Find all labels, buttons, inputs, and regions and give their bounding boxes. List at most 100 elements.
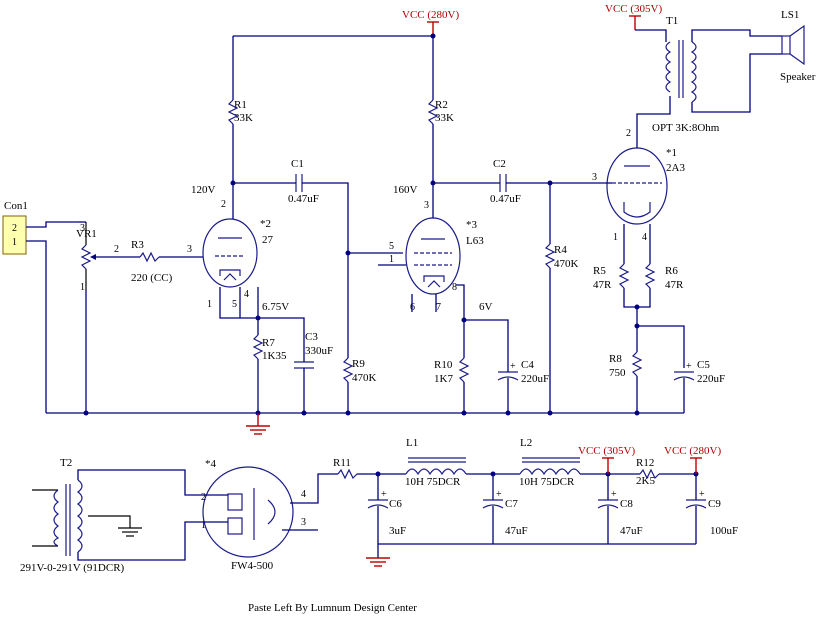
rectifier-fw4-500: *4 2 1 4 3 FW4-500: [201, 458, 306, 572]
vcc-280-top: VCC (280V): [402, 9, 459, 36]
v3-type: 2A3: [666, 162, 685, 174]
v2-ref: *3: [466, 219, 478, 231]
c4-value: 220uF: [521, 373, 549, 385]
t1-ref: T1: [666, 15, 678, 27]
inductor-l2: L2 10H 75DCR: [519, 437, 581, 488]
c9-value: 100uF: [710, 525, 738, 537]
l2-value: 10H 75DCR: [519, 476, 575, 488]
v2-pin1: 1: [389, 254, 394, 265]
rect-ref: *4: [205, 458, 217, 470]
r10-ref: R10: [434, 359, 453, 371]
l2-ref: L2: [520, 437, 532, 449]
vcc-280-bottom: VCC (280V): [664, 445, 721, 474]
vr1-pin2: 2: [114, 244, 119, 255]
resistor-r10: R10 1K7: [434, 357, 470, 385]
c3-ref: C3: [305, 331, 318, 343]
c1-value: 0.47uF: [288, 193, 319, 205]
resistor-r12: R12 2K5: [636, 457, 660, 487]
svg-text:+: +: [510, 361, 516, 372]
con1-pin2: 2: [12, 223, 17, 234]
resistor-r6: R6 47R: [644, 263, 684, 291]
r7-ref: R7: [262, 337, 275, 349]
c5-ref: C5: [697, 359, 710, 371]
v2-pin7: 7: [436, 302, 441, 313]
r9-value: 470K: [352, 372, 377, 384]
svg-text:+: +: [381, 489, 387, 500]
r5-value: 47R: [593, 279, 612, 291]
resistor-r11: R11: [333, 457, 358, 480]
l1-ref: L1: [406, 437, 418, 449]
capacitor-c8: C8 + 47uF: [597, 489, 643, 537]
v2-plate-voltage: 160V: [393, 184, 418, 196]
r6-value: 47R: [665, 279, 684, 291]
r12-value: 2K5: [636, 475, 655, 487]
c6-value: 3uF: [389, 525, 406, 537]
capacitor-c7: C7 + 47uF: [482, 489, 528, 537]
svg-text:+: +: [699, 489, 705, 500]
v3-pin2: 2: [626, 128, 631, 139]
c9-ref: C9: [708, 498, 721, 510]
c4-ref: C4: [521, 359, 534, 371]
r12-ref: R12: [636, 457, 654, 469]
rect-pin4: 4: [301, 489, 306, 500]
r3-ref: R3: [131, 239, 144, 251]
vcc-305-bottom: VCC (305V): [578, 445, 635, 474]
vcc-305-top-label: VCC (305V): [605, 3, 662, 15]
v1-pin2: 2: [221, 199, 226, 210]
v1-cathode-voltage: 6.75V: [262, 301, 289, 313]
footer-credit: Paste Left By Lumnum Design Center: [248, 602, 417, 614]
capacitor-c3: C3 330uF: [294, 331, 333, 369]
ground-symbol-main: [246, 413, 270, 435]
resistor-r9: R9 470K: [342, 357, 377, 384]
t1-value: OPT 3K:8Ohm: [652, 122, 720, 134]
resistor-r3: R3 220 (CC): [131, 239, 173, 284]
vcc-305-bottom-label: VCC (305V): [578, 445, 635, 457]
r2-value: 33K: [435, 112, 454, 124]
ls1-value: Speaker: [780, 71, 816, 83]
inductor-l1: L1 10H 75DCR: [405, 437, 467, 488]
rect-pin3: 3: [301, 517, 306, 528]
capacitor-c9: C9 + 100uF: [685, 489, 738, 537]
ground-symbol-t2: [118, 527, 142, 537]
con1-pin1: 1: [12, 237, 17, 248]
v2-type: L63: [466, 235, 484, 247]
l1-value: 10H 75DCR: [405, 476, 461, 488]
v3-pin4: 4: [642, 232, 647, 243]
svg-text:+: +: [686, 361, 692, 372]
c6-ref: C6: [389, 498, 402, 510]
resistor-r8: R8 750: [609, 351, 643, 379]
capacitor-c5: C5 220uF +: [673, 359, 725, 385]
r7-value: 1K35: [262, 350, 287, 362]
rect-type: FW4-500: [231, 560, 274, 572]
v1-type: 27: [262, 234, 274, 246]
capacitor-c6: C6 + 3uF: [367, 489, 406, 537]
r9-ref: R9: [352, 358, 365, 370]
resistor-r5: R5 47R: [593, 263, 630, 291]
ls1-ref: LS1: [781, 9, 799, 21]
rect-pin1: 1: [201, 520, 206, 531]
v2-pin3: 3: [424, 200, 429, 211]
c7-ref: C7: [505, 498, 518, 510]
r3-value: 220 (CC): [131, 272, 173, 284]
r6-ref: R6: [665, 265, 678, 277]
v2-pin5: 5: [389, 241, 394, 252]
v3-pin3: 3: [592, 172, 597, 183]
capacitor-c2: C2 0.47uF: [490, 158, 521, 205]
v1-pin4: 4: [244, 289, 249, 300]
connector-con1: Con1 2 1: [2, 200, 28, 255]
c3-value: 330uF: [305, 345, 333, 357]
tube-v1-27: *2 27 2 3 1 5 4: [187, 199, 274, 310]
svg-text:+: +: [611, 489, 617, 500]
v2-pin8: 8: [452, 282, 457, 293]
c1-ref: C1: [291, 158, 304, 170]
v1-pin1: 1: [207, 299, 212, 310]
r8-ref: R8: [609, 353, 622, 365]
transformer-t1: VCC (305V) T1 OPT 3K:8Ohm: [605, 3, 720, 134]
ground-symbol-ps: [366, 557, 390, 567]
r4-value: 470K: [554, 258, 579, 270]
c7-value: 47uF: [505, 525, 528, 537]
capacitor-c4: C4 220uF +: [497, 359, 549, 385]
v3-ref: *1: [666, 147, 677, 159]
